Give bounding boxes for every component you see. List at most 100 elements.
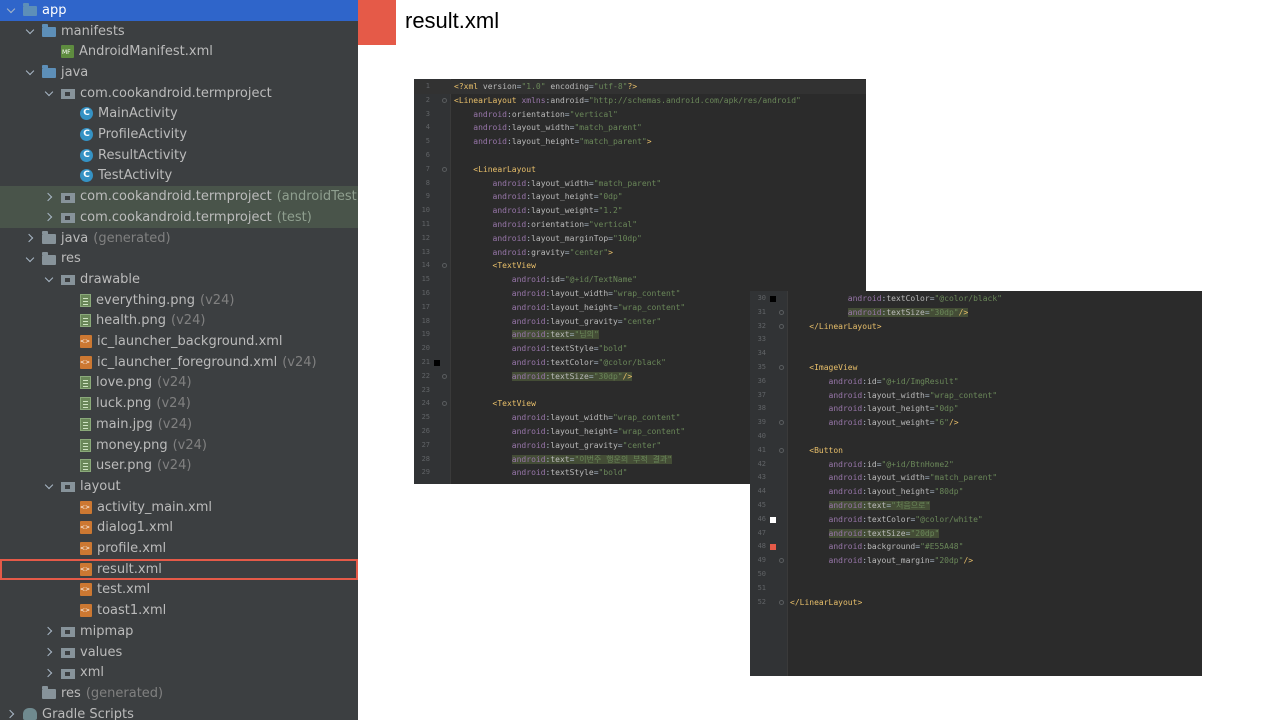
- code-line[interactable]: 32 </LinearLayout>: [750, 320, 1202, 334]
- tree-item[interactable]: xml: [0, 662, 358, 683]
- code-line[interactable]: 1<?xml version="1.0" encoding="utf-8"?>: [414, 80, 866, 94]
- code-line[interactable]: 34: [750, 347, 1202, 361]
- code-line[interactable]: 47 android:textSize="20dp": [750, 527, 1202, 541]
- chevron-right-icon[interactable]: [45, 647, 55, 657]
- color-swatch-icon[interactable]: [770, 296, 776, 302]
- tree-item[interactable]: result.xml: [0, 558, 358, 580]
- tree-item[interactable]: layout: [0, 476, 358, 497]
- code-line[interactable]: 41 <Button: [750, 444, 1202, 458]
- fold-marker-icon[interactable]: [779, 365, 784, 370]
- code-line[interactable]: 19 android:text="님의": [414, 328, 866, 342]
- fold-marker-icon[interactable]: [779, 447, 784, 453]
- code-line[interactable]: 6: [414, 149, 866, 163]
- fold-marker-icon[interactable]: [442, 401, 447, 407]
- code-line[interactable]: 49 android:layout_margin="20dp"/>: [750, 554, 1202, 568]
- code-line[interactable]: 38 android:layout_height="0dp": [750, 402, 1202, 416]
- code-line[interactable]: 48 android:background="#E55A48": [750, 540, 1202, 554]
- color-swatch-icon[interactable]: [770, 516, 776, 523]
- code-line[interactable]: 29 android:textStyle="bold": [414, 466, 866, 480]
- fold-marker-icon[interactable]: [779, 309, 784, 315]
- tree-item[interactable]: activity_main.xml: [0, 497, 358, 518]
- code-editor-bottom[interactable]: 30 android:textColor="@color/black"31 an…: [750, 291, 1202, 676]
- chevron-right-icon[interactable]: [45, 626, 55, 636]
- code-line[interactable]: 36 android:id="@+id/ImgResult": [750, 375, 1202, 389]
- code-line[interactable]: 4 android:layout_width="match_parent": [414, 121, 866, 135]
- code-line[interactable]: 20 android:textStyle="bold": [414, 342, 866, 356]
- tree-item[interactable]: user.png(v24): [0, 455, 358, 476]
- code-line[interactable]: 33: [750, 333, 1202, 347]
- code-line[interactable]: 16 android:layout_width="wrap_content": [414, 287, 866, 301]
- tree-item[interactable]: res: [0, 248, 358, 269]
- code-line[interactable]: 15 android:id="@+id/TextName": [414, 273, 866, 287]
- fold-marker-icon[interactable]: [442, 97, 447, 103]
- code-line[interactable]: 28 android:text="이번주 행운의 부적 결과": [414, 453, 866, 467]
- chevron-down-icon[interactable]: [26, 26, 36, 36]
- code-line[interactable]: 50: [750, 568, 1202, 582]
- code-line[interactable]: 14 <TextView: [414, 259, 866, 273]
- fold-marker-icon[interactable]: [442, 166, 447, 172]
- tree-item[interactable]: everything.png(v24): [0, 290, 358, 311]
- tree-item[interactable]: values: [0, 642, 358, 663]
- tree-item[interactable]: health.png(v24): [0, 311, 358, 332]
- fold-marker-icon[interactable]: [779, 323, 784, 329]
- chevron-down-icon[interactable]: [45, 274, 55, 284]
- code-line[interactable]: 9 android:layout_height="0dp": [414, 190, 866, 204]
- chevron-right-icon[interactable]: [45, 212, 55, 222]
- code-line[interactable]: 8 android:layout_width="match_parent": [414, 177, 866, 191]
- code-line[interactable]: 18 android:layout_gravity="center": [414, 315, 866, 329]
- code-line[interactable]: 22 android:textSize="30dp"/>: [414, 370, 866, 384]
- chevron-down-icon[interactable]: [7, 5, 17, 15]
- code-line[interactable]: 27 android:layout_gravity="center": [414, 439, 866, 453]
- code-line[interactable]: 30 android:textColor="@color/black": [750, 292, 1202, 306]
- tree-item[interactable]: mipmap: [0, 621, 358, 642]
- chevron-down-icon[interactable]: [26, 254, 36, 264]
- code-line[interactable]: 23: [414, 384, 866, 398]
- code-line[interactable]: 10 android:layout_weight="1.2": [414, 204, 866, 218]
- tree-item[interactable]: test.xml: [0, 580, 358, 601]
- chevron-right-icon[interactable]: [7, 709, 17, 719]
- code-line[interactable]: 37 android:layout_width="wrap_content": [750, 389, 1202, 403]
- chevron-down-icon[interactable]: [45, 481, 55, 491]
- tree-item[interactable]: com.cookandroid.termproject(test): [0, 207, 358, 228]
- code-line[interactable]: 17 android:layout_height="wrap_content": [414, 301, 866, 315]
- code-line[interactable]: 31 android:textSize="30dp"/>: [750, 306, 1202, 320]
- tree-item[interactable]: toast1.xml: [0, 600, 358, 621]
- tree-item[interactable]: profile.xml: [0, 538, 358, 559]
- code-line[interactable]: 7 <LinearLayout: [414, 163, 866, 177]
- tree-item[interactable]: ic_launcher_foreground.xml(v24): [0, 352, 358, 373]
- code-line[interactable]: 13 android:gravity="center">: [414, 246, 866, 260]
- color-swatch-icon[interactable]: [434, 360, 440, 366]
- code-line[interactable]: 5 android:layout_height="match_parent">: [414, 135, 866, 149]
- code-line[interactable]: 52</LinearLayout>: [750, 596, 1202, 610]
- code-line[interactable]: 46 android:textColor="@color/white": [750, 513, 1202, 527]
- tree-item[interactable]: Gradle Scripts: [0, 704, 358, 720]
- tree-item[interactable]: java(generated): [0, 228, 358, 249]
- fold-marker-icon[interactable]: [442, 263, 447, 269]
- chevron-right-icon[interactable]: [26, 233, 36, 243]
- code-line[interactable]: 11 android:orientation="vertical": [414, 218, 866, 232]
- code-line[interactable]: 3 android:orientation="vertical": [414, 108, 866, 122]
- code-line[interactable]: 42 android:id="@+id/BtnHome2": [750, 458, 1202, 472]
- code-line[interactable]: 25 android:layout_width="wrap_content": [414, 411, 866, 425]
- tree-item[interactable]: app: [0, 0, 358, 21]
- color-swatch-icon[interactable]: [770, 544, 776, 551]
- fold-marker-icon[interactable]: [779, 558, 784, 564]
- code-line[interactable]: 35 <ImageView: [750, 361, 1202, 375]
- tree-item[interactable]: love.png(v24): [0, 373, 358, 394]
- code-line[interactable]: 44 android:layout_height="80dp": [750, 485, 1202, 499]
- tree-item[interactable]: java: [0, 62, 358, 83]
- code-line[interactable]: 51: [750, 582, 1202, 596]
- chevron-right-icon[interactable]: [45, 192, 55, 202]
- fold-marker-icon[interactable]: [779, 599, 784, 605]
- code-line[interactable]: 2<LinearLayout xmlns:android="http://sch…: [414, 94, 866, 108]
- tree-item[interactable]: main.jpg(v24): [0, 414, 358, 435]
- chevron-right-icon[interactable]: [45, 668, 55, 678]
- code-line[interactable]: 45 android:text="처음으로": [750, 499, 1202, 513]
- tree-item[interactable]: dialog1.xml: [0, 518, 358, 539]
- code-line[interactable]: 43 android:layout_width="match_parent": [750, 471, 1202, 485]
- tree-item[interactable]: luck.png(v24): [0, 393, 358, 414]
- tree-item[interactable]: money.png(v24): [0, 435, 358, 456]
